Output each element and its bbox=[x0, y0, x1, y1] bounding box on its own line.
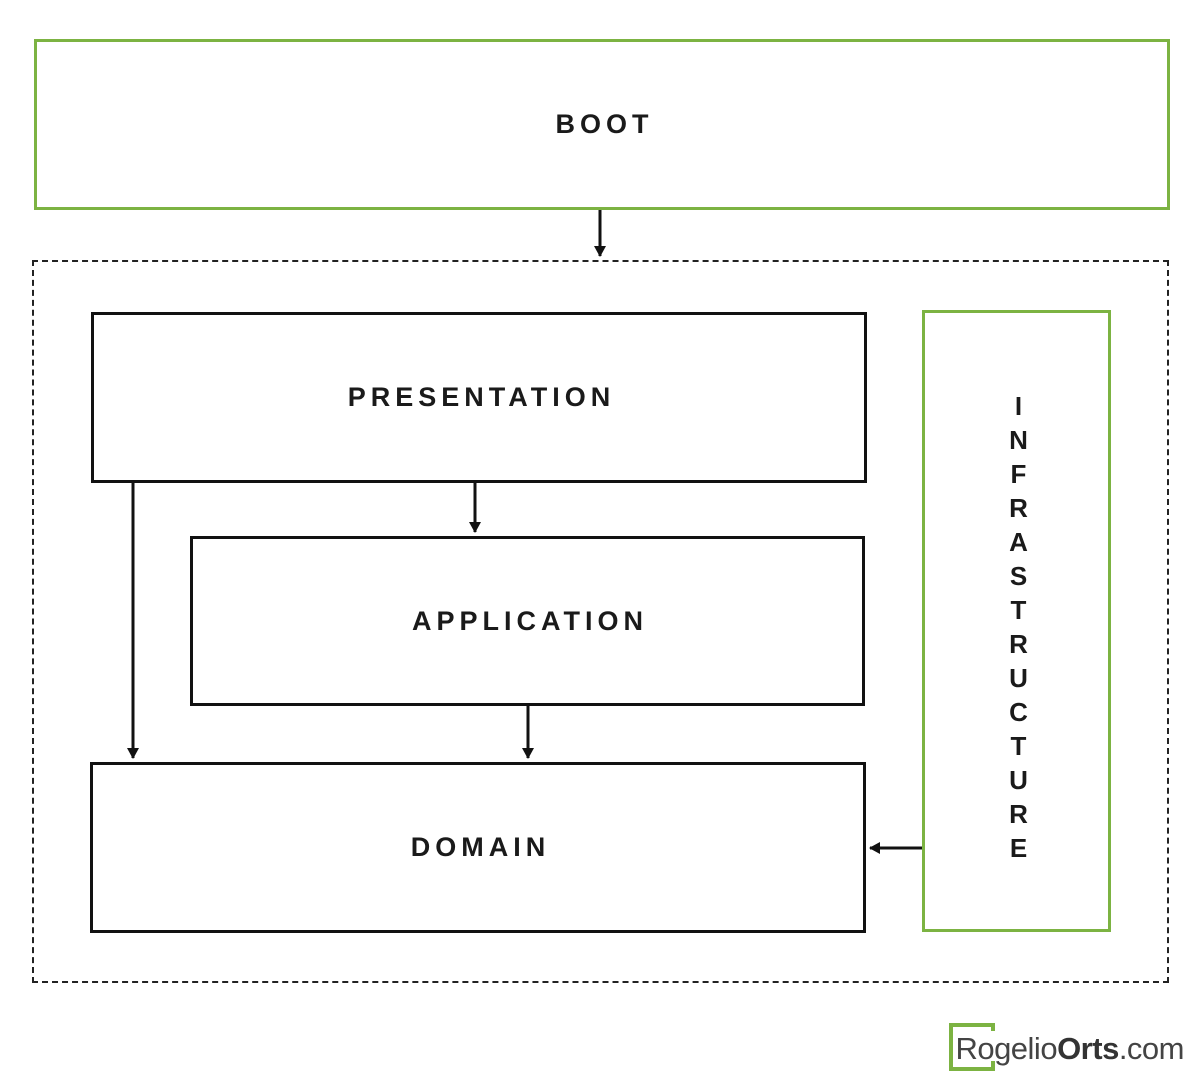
presentation-box: PRESENTATION bbox=[91, 312, 867, 483]
infrastructure-letter: R bbox=[1009, 629, 1028, 659]
infrastructure-label: I N F R A S T R U C T U R E bbox=[1005, 389, 1028, 865]
infrastructure-box: I N F R A S T R U C T U R E bbox=[922, 310, 1111, 932]
domain-label: DOMAIN bbox=[410, 832, 551, 862]
infrastructure-letter: R bbox=[1009, 799, 1028, 829]
infrastructure-letter: T bbox=[1010, 731, 1027, 761]
boot-box: BOOT bbox=[34, 39, 1170, 210]
infrastructure-letter: U bbox=[1009, 765, 1028, 795]
infrastructure-letter: R bbox=[1009, 493, 1028, 523]
infrastructure-letter: U bbox=[1009, 663, 1028, 693]
layers-container bbox=[32, 260, 1169, 983]
application-box: APPLICATION bbox=[190, 536, 865, 706]
domain-box: DOMAIN bbox=[90, 762, 866, 933]
brand-text: RogelioOrts.com bbox=[955, 1031, 1184, 1066]
infrastructure-letter: T bbox=[1010, 595, 1027, 625]
infrastructure-letter: A bbox=[1009, 527, 1028, 557]
infrastructure-letter: S bbox=[1009, 561, 1028, 591]
boot-label: BOOT bbox=[555, 109, 654, 139]
application-label: APPLICATION bbox=[412, 605, 648, 636]
infrastructure-letter: C bbox=[1009, 697, 1028, 727]
infrastructure-letter: N bbox=[1009, 425, 1028, 455]
infrastructure-letter: I bbox=[1014, 391, 1023, 421]
infrastructure-letter: F bbox=[1010, 459, 1027, 489]
brand-logo: RogelioOrts.com bbox=[947, 1023, 1185, 1075]
infrastructure-letter: E bbox=[1009, 833, 1028, 863]
presentation-label: PRESENTATION bbox=[347, 382, 616, 412]
